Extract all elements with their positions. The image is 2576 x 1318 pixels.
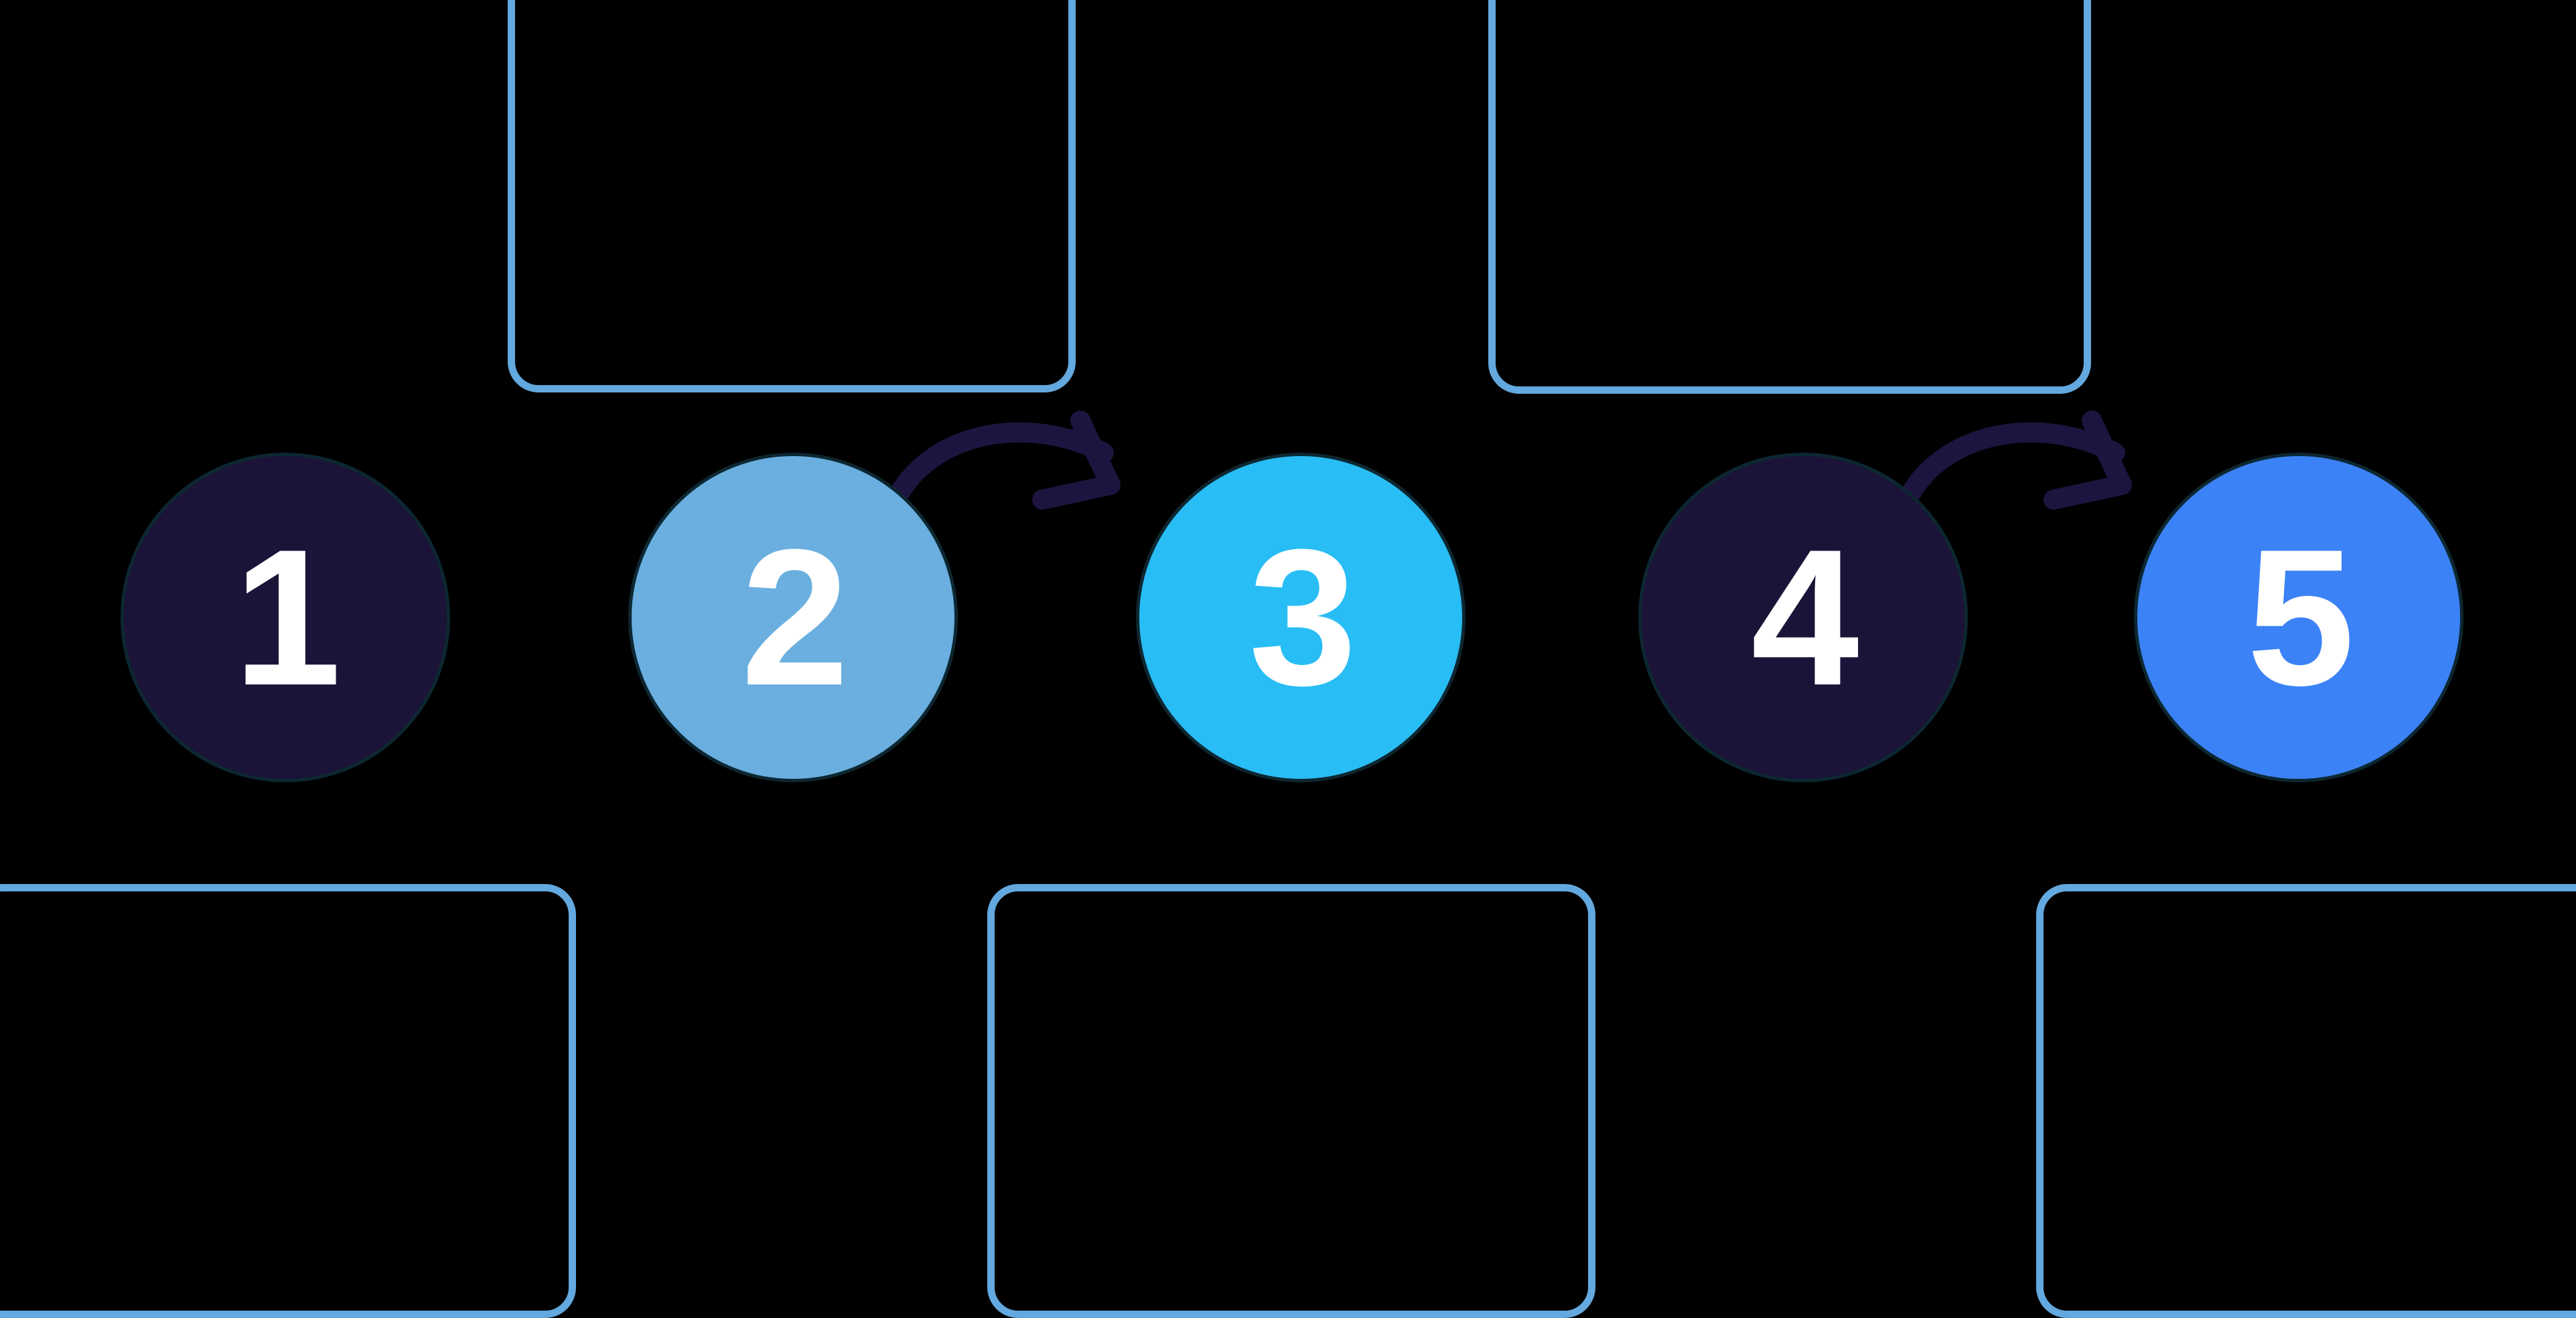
arrow-step4-to-step5 (1900, 411, 2132, 510)
card-bottom-mid[interactable] (987, 884, 1595, 1318)
step-circle-3[interactable]: 3 (1136, 453, 1465, 782)
step-circle-4[interactable]: 4 (1638, 453, 1968, 782)
card-top-right[interactable] (1488, 0, 2091, 394)
step-circle-2[interactable]: 2 (628, 453, 958, 782)
card-bottom-left[interactable] (0, 884, 576, 1318)
step-number-label: 1 (233, 509, 341, 726)
step-number-label: 3 (1248, 509, 1356, 726)
step-circle-1[interactable]: 1 (121, 453, 450, 782)
card-bottom-right[interactable] (2036, 884, 2576, 1318)
step-circle-5[interactable]: 5 (2134, 453, 2463, 782)
step-number-label: 5 (2246, 509, 2354, 726)
step-number-label: 4 (1751, 509, 1859, 726)
step-number-label: 2 (741, 509, 849, 726)
card-top-left[interactable] (508, 0, 1076, 392)
arrow-step2-to-step3 (889, 411, 1121, 510)
